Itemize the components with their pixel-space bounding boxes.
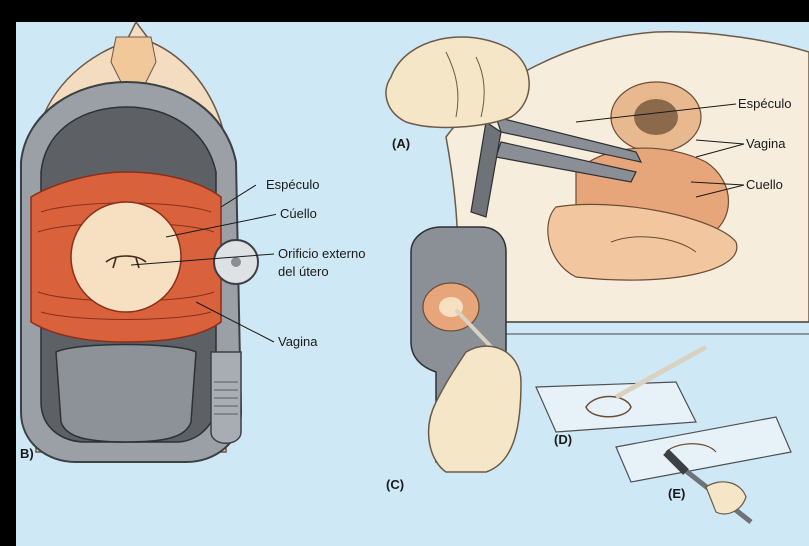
panel-label-a: (A)	[392, 136, 410, 151]
uterus	[576, 148, 729, 245]
label-left-cervix: Cúello	[280, 206, 317, 221]
uterus-cavity	[634, 99, 678, 135]
label-right-speculum: Espéculo	[738, 96, 791, 111]
sagittal-speculum-upper-blade	[496, 117, 641, 162]
cervix	[71, 202, 181, 312]
label-right-vagina: Vagina	[746, 136, 786, 151]
intestine-fold	[611, 237, 696, 252]
label-right-cervix: Cuello	[746, 177, 783, 192]
illustration-canvas: Espéculo Cúello Orificio externo del úte…	[16, 22, 809, 546]
examiner-hand-e	[706, 482, 746, 514]
bladder	[611, 82, 701, 152]
label-left-speculum: Espéculo	[266, 177, 319, 192]
examiner-hand-c	[429, 346, 521, 472]
speculum-screw-center	[231, 257, 241, 267]
speculum-frontal-view	[16, 22, 276, 492]
speculum-c	[411, 227, 506, 462]
brush-bristles-e	[666, 452, 686, 472]
brush-handle-e	[681, 467, 751, 522]
spatula-d	[616, 347, 706, 397]
slide-e	[616, 417, 791, 482]
hand-a-knuckles	[446, 52, 484, 117]
speculum-lower-blade	[56, 345, 196, 443]
panel-label-e: (E)	[668, 486, 685, 501]
sagittal-speculum-lower-blade	[496, 142, 636, 182]
examiner-hand-a	[386, 37, 529, 127]
right-leader-lines	[576, 104, 744, 197]
slide-d	[536, 382, 696, 432]
smear-d	[586, 396, 631, 416]
panel-label-b: B)	[20, 446, 34, 461]
sagittal-speculum-handle	[471, 122, 501, 217]
os-c	[439, 297, 463, 317]
label-left-vagina: Vagina	[278, 334, 318, 349]
label-left-os-line1: Orificio externo	[278, 246, 365, 261]
rectum	[548, 204, 737, 280]
label-left-os-line2: del útero	[278, 264, 329, 279]
cervix-c	[423, 283, 479, 331]
smear-e	[666, 444, 716, 452]
panel-label-d: (D)	[554, 432, 572, 447]
panel-label-c: (C)	[386, 477, 404, 492]
spatula-c	[456, 310, 496, 352]
